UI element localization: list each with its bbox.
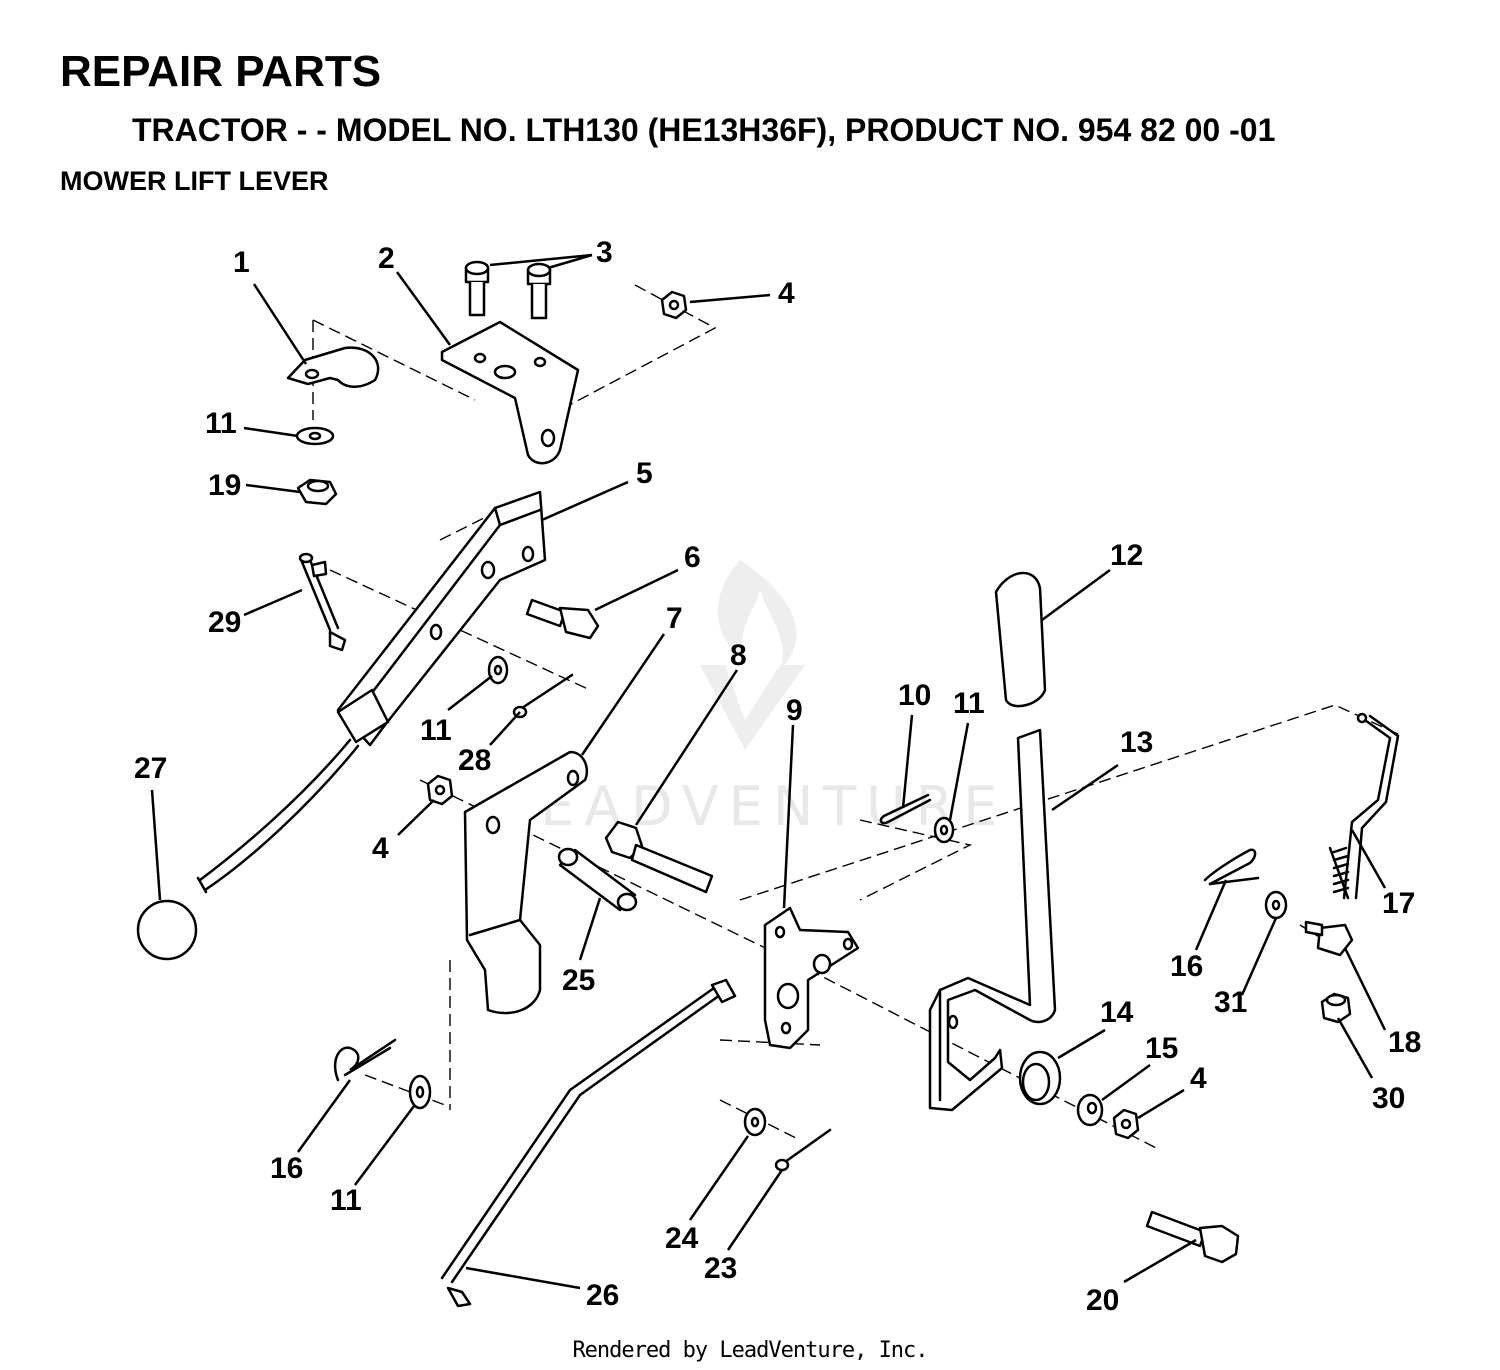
part-29-link [298, 552, 347, 652]
callout-8: 8 [730, 639, 747, 672]
part-11-washers [295, 426, 955, 1110]
part-9-bracket [763, 906, 860, 1050]
part-19-lock-nut [296, 478, 338, 506]
callout-16-right: 16 [1170, 950, 1203, 983]
callout-20: 20 [1086, 1284, 1119, 1317]
callout-19: 19 [208, 469, 241, 502]
callout-labels: 1 2 3 4 5 6 7 8 9 10 11 11 11 11 12 13 1… [134, 236, 1421, 1317]
callout-14: 14 [1100, 996, 1134, 1029]
part-17-rod [1328, 712, 1400, 900]
callout-2: 2 [378, 242, 395, 275]
callout-26: 26 [586, 1279, 619, 1312]
callout-12: 12 [1110, 539, 1143, 572]
callout-24: 24 [665, 1222, 699, 1255]
callout-4-left: 4 [372, 832, 389, 865]
part-24-washer [743, 1107, 767, 1137]
part-27-knob [136, 899, 198, 961]
part-2-bracket [440, 320, 580, 465]
callout-11-bottom: 11 [330, 1184, 362, 1217]
part-10-cotter-pin [879, 793, 932, 825]
callout-29: 29 [208, 606, 241, 639]
part-15-washer [1076, 1093, 1104, 1127]
part-13-handle [928, 728, 1057, 1112]
part-26-link [440, 978, 737, 1308]
callout-15: 15 [1145, 1032, 1178, 1065]
callout-17: 17 [1382, 887, 1415, 920]
callout-11-middle: 11 [420, 714, 452, 747]
callout-31: 31 [1214, 986, 1247, 1019]
part-16-hairpin-right [1203, 848, 1260, 886]
callout-25: 25 [562, 964, 595, 997]
model-subtitle: TRACTOR - - MODEL NO. LTH130 (HE13H36F),… [132, 112, 1276, 148]
part-31-washer [1264, 890, 1288, 920]
footer-credit: Rendered by LeadVenture, Inc. [572, 1338, 928, 1363]
part-3-bolts [464, 260, 552, 320]
callout-18: 18 [1388, 1026, 1421, 1059]
part-25-spacer [557, 847, 638, 912]
callout-10: 10 [898, 679, 931, 712]
part-27-cable [136, 738, 360, 961]
callout-11-upper-right: 11 [953, 687, 985, 720]
callout-28: 28 [458, 744, 491, 777]
part-30-nut [1320, 992, 1352, 1024]
part-20-bolt [1145, 1210, 1240, 1264]
part-1-clip [286, 346, 380, 388]
part-4-nut-top [660, 290, 688, 320]
callout-4-right: 4 [1190, 1062, 1207, 1095]
callout-1: 1 [233, 246, 250, 279]
watermark-text: LEADVENTURE [500, 775, 1007, 838]
leader-lines [150, 253, 1387, 1290]
callout-23: 23 [704, 1252, 737, 1285]
part-14-bushing [1018, 1050, 1062, 1106]
page-title: REPAIR PARTS [60, 47, 382, 96]
callout-9: 9 [786, 694, 803, 727]
part-23-pin [774, 1128, 832, 1172]
callout-7: 7 [666, 602, 683, 635]
part-6-bolt [525, 598, 600, 640]
callout-11-top-left: 11 [205, 407, 237, 440]
part-16-hairpin-left [333, 1038, 397, 1082]
part-5-lift-arm [336, 490, 547, 747]
part-8-bolt [604, 820, 714, 894]
section-title: MOWER LIFT LEVER [60, 166, 329, 196]
callout-16-left: 16 [270, 1152, 303, 1185]
part-4-nut-left [426, 774, 454, 806]
callout-3: 3 [596, 236, 613, 269]
callout-5: 5 [636, 457, 653, 490]
part-4-nut-right [1112, 1108, 1140, 1140]
callout-13: 13 [1120, 726, 1153, 759]
part-18-trunnion [1304, 920, 1354, 957]
callout-4-top: 4 [778, 277, 795, 310]
part-7-plate [463, 750, 589, 1015]
part-12-grip [994, 571, 1047, 708]
assembly-lines [312, 284, 1401, 1151]
part-28-pin [512, 673, 574, 719]
callout-27: 27 [134, 752, 167, 785]
callout-30: 30 [1372, 1082, 1405, 1115]
callout-6: 6 [684, 541, 701, 574]
